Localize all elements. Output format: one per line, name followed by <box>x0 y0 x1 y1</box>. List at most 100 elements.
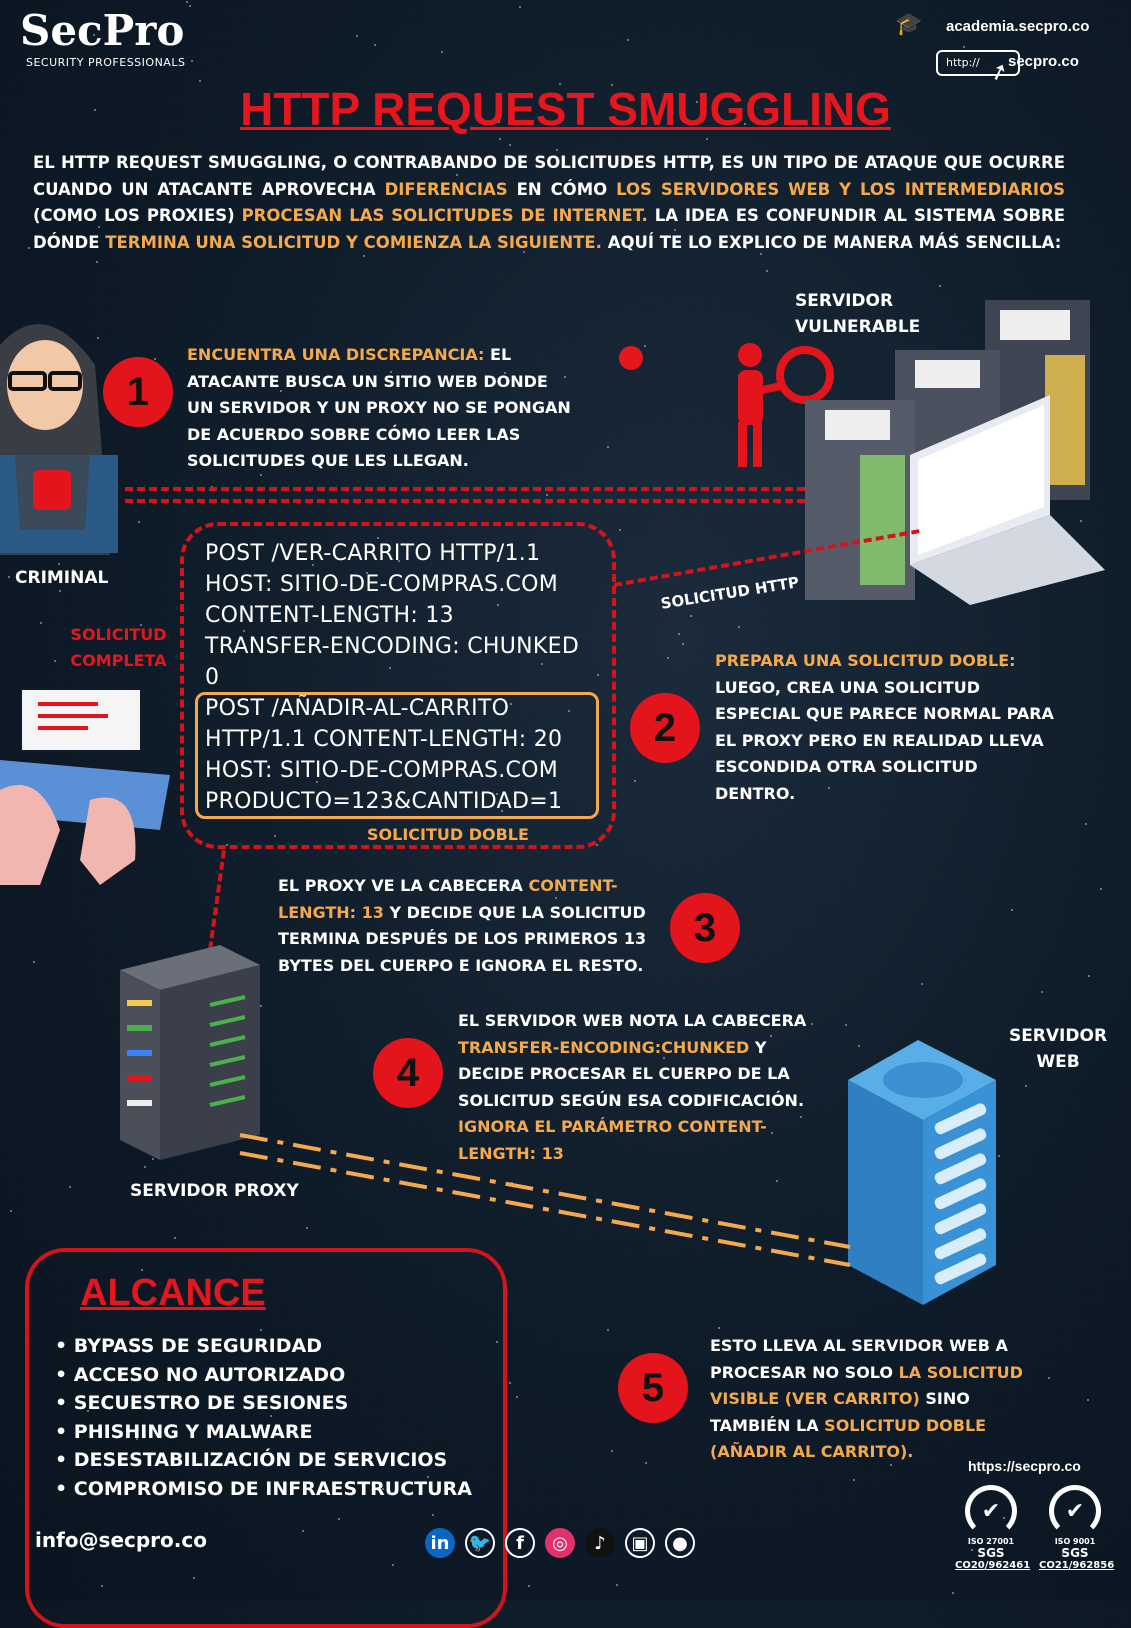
star <box>644 1461 647 1464</box>
email-link[interactable]: info@secpro.co <box>35 1528 207 1552</box>
star <box>263 1183 266 1186</box>
step-5-highlight-2: SOLICITUD DOBLE (AÑADIR AL CARRITO). <box>710 1415 987 1462</box>
smuggled-request-line: HOST: SITIO-DE-COMPRAS.COM <box>205 758 559 783</box>
tiktok-icon[interactable]: ♪ <box>585 1528 615 1558</box>
star <box>72 569 75 572</box>
star <box>141 1269 144 1272</box>
star <box>890 1463 893 1466</box>
step-3-pre: EL PROXY VE LA CABECERA <box>278 876 529 895</box>
star <box>597 674 600 677</box>
star <box>845 1024 848 1027</box>
facebook-icon[interactable]: f <box>505 1528 535 1558</box>
secpro-logo[interactable]: SecPro SECURITY PROFESSIONALS <box>20 6 185 69</box>
star <box>27 247 30 250</box>
star <box>540 663 543 666</box>
linkedin-icon[interactable]: in <box>425 1528 455 1558</box>
star <box>596 843 599 846</box>
star <box>663 1057 666 1060</box>
star <box>509 702 512 705</box>
star <box>1018 167 1021 170</box>
step-5-pre: ESTO LLEVA AL SERVIDOR WEB A PROCESAR NO… <box>710 1336 1008 1382</box>
star <box>748 798 751 801</box>
step-3-text: EL PROXY VE LA CABECERA CONTENT-LENGTH: … <box>278 873 658 979</box>
star <box>666 657 669 660</box>
star <box>921 982 924 985</box>
star <box>298 378 301 381</box>
star <box>1048 1376 1051 1379</box>
step-1-text: ENCUENTRA UNA DISCREPANCIA: EL ATACANTE … <box>187 342 572 475</box>
request-line: HOST: SITIO-DE-COMPRAS.COM <box>205 572 559 597</box>
intro-highlight: PROCESAN LAS SOLICITUDES DE INTERNET. <box>241 206 648 225</box>
request-line: TRANSFER-ENCODING: CHUNKED <box>205 634 580 659</box>
star <box>705 138 708 141</box>
star <box>562 1124 565 1127</box>
star <box>260 473 263 476</box>
star <box>189 4 192 7</box>
star <box>810 1022 813 1025</box>
scope-item: COMPROMISO DE INFRAESTRUCTURA <box>55 1475 472 1504</box>
intro-text: LA IDEA ES CONFUNDIR AL SISTEMA SOBRE DÓ… <box>33 206 1065 252</box>
step-4-highlight-2: IGNORA EL PARÁMETRO CONTENT-LENGTH: 13 <box>458 1117 767 1163</box>
star <box>366 571 369 574</box>
star <box>143 1165 146 1168</box>
step-1-highlight: ENCUENTRA UNA DISCREPANCIA: <box>187 345 485 364</box>
github-icon[interactable]: ● <box>665 1528 695 1558</box>
star <box>274 835 277 838</box>
star <box>970 1549 973 1552</box>
site-link[interactable]: secpro.co <box>1008 53 1079 70</box>
check-seal-icon: ✔ <box>965 1485 1017 1537</box>
cert-body: SGS <box>1061 1546 1089 1560</box>
star <box>1062 1551 1065 1554</box>
star <box>799 1116 802 1119</box>
cert-code: CO21/962856 <box>1039 1560 1115 1571</box>
step-4-badge: 4 <box>373 1038 443 1108</box>
connection-line <box>125 487 805 491</box>
logo-name: SecPro <box>20 6 185 55</box>
instagram-icon[interactable]: ◎ <box>545 1528 575 1558</box>
twitch-icon[interactable]: ▣ <box>625 1528 655 1558</box>
star <box>938 285 941 288</box>
star <box>607 1329 610 1332</box>
star <box>33 960 36 963</box>
star <box>356 34 359 37</box>
star <box>373 44 376 46</box>
scope-item: BYPASS DE SEGURIDAD <box>55 1332 472 1361</box>
star <box>759 252 762 255</box>
star <box>390 370 393 373</box>
star <box>489 1072 492 1075</box>
star <box>53 659 56 662</box>
star <box>673 229 676 232</box>
star <box>681 642 684 645</box>
academy-link[interactable]: academia.secpro.co <box>946 18 1090 35</box>
connection-line <box>125 499 805 503</box>
cert-standard: ISO 27001 <box>967 1537 1015 1546</box>
star <box>713 592 716 595</box>
star <box>633 779 636 782</box>
star <box>151 1158 154 1161</box>
star <box>397 560 400 563</box>
step-5-body: SINO TAMBIÉN LA <box>710 1389 970 1435</box>
twitter-icon[interactable]: 🐦 <box>465 1528 495 1558</box>
criminal-label: CRIMINAL <box>15 568 109 588</box>
step-5-badge: 5 <box>618 1353 688 1423</box>
url-bar: http:// <box>936 50 1020 76</box>
star <box>7 575 10 578</box>
star <box>558 83 561 86</box>
website-link[interactable]: https://secpro.co <box>968 1458 1081 1474</box>
star <box>93 109 96 112</box>
step-3-badge: 3 <box>670 893 740 963</box>
step-3-highlight: CONTENT-LENGTH: 13 <box>278 876 618 922</box>
intro-highlight: TERMINA UNA SOLICITUD Y COMIENZA LA SIGU… <box>105 232 602 252</box>
step-3-body: Y DECIDE QUE LA SOLICITUD TERMINA DESPUÉ… <box>278 902 647 975</box>
step-1-badge: 1 <box>103 357 173 427</box>
star <box>39 622 42 625</box>
step-2-highlight: PREPARA UNA SOLICITUD DOBLE: <box>715 651 1016 670</box>
logo-tagline: SECURITY PROFESSIONALS <box>26 56 186 69</box>
star <box>474 880 477 883</box>
star <box>548 401 551 404</box>
star <box>68 1186 71 1189</box>
cert-code: CO20/962461 <box>955 1560 1031 1571</box>
star <box>746 1391 749 1394</box>
star <box>718 1327 721 1330</box>
